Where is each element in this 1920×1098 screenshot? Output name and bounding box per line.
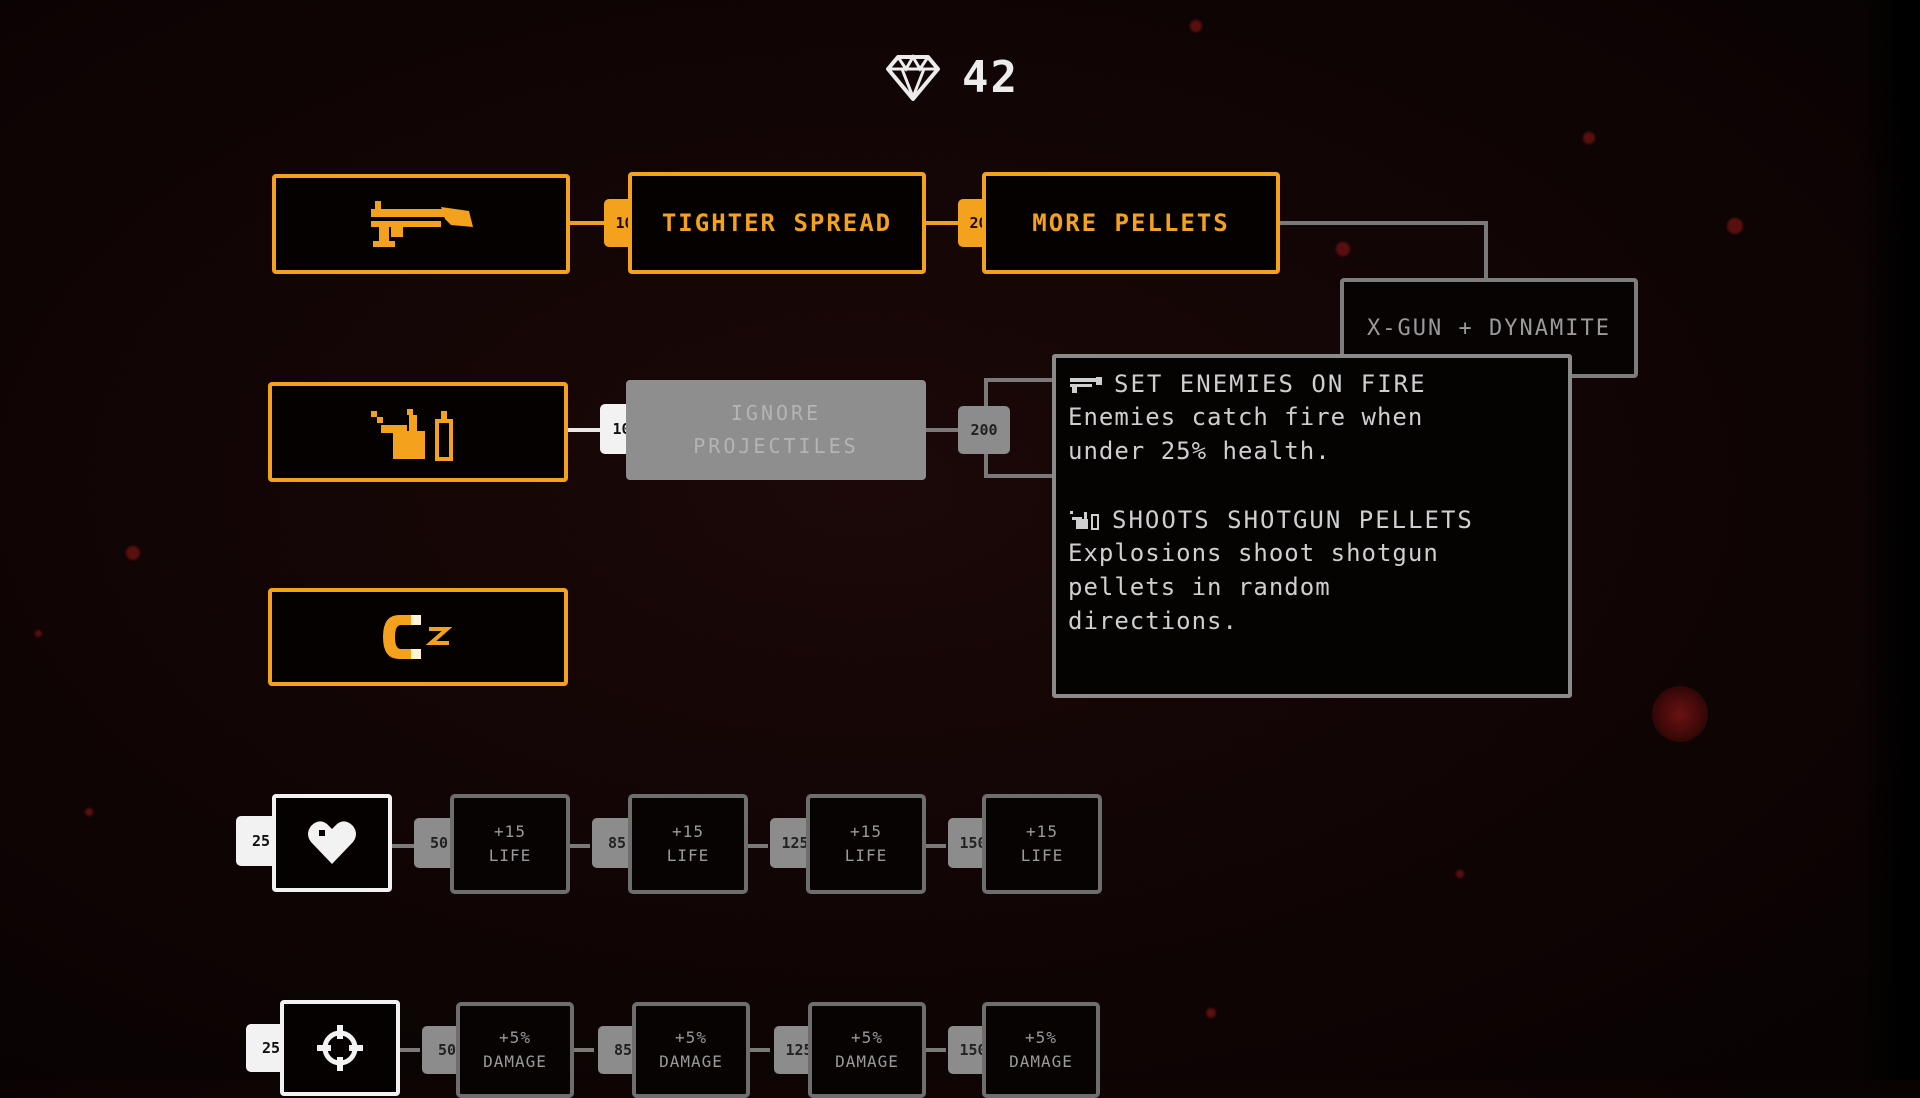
gem-icon xyxy=(886,54,940,101)
upgrade-tighter-spread[interactable]: TIGHTER SPREAD xyxy=(628,172,926,274)
connector xyxy=(748,1048,770,1052)
tooltip-title: SET ENEMIES ON FIRE xyxy=(1114,370,1427,398)
particle xyxy=(1583,132,1595,144)
shotgun-icon xyxy=(1070,377,1102,393)
stat-tier-damage[interactable]: +5% DAMAGE xyxy=(632,1002,750,1098)
connector xyxy=(572,1048,594,1052)
upgrade-label: TIGHTER SPREAD xyxy=(661,209,893,237)
upgrade-tooltip: SET ENEMIES ON FIRE Enemies catch fire w… xyxy=(1052,354,1572,698)
tooltip-text: Explosions shoot shotgun pellets in rand… xyxy=(1068,539,1439,635)
tier-label: DAMAGE xyxy=(835,1052,899,1071)
upgrade-ignore-projectiles[interactable]: IGNORE PROJECTILES xyxy=(626,380,926,480)
weapon-slot-dynamite[interactable] xyxy=(268,382,568,482)
dynamite-icon xyxy=(1070,511,1099,530)
tier-label: DAMAGE xyxy=(483,1052,547,1071)
particle xyxy=(1727,218,1743,234)
magnet-icon xyxy=(383,615,453,659)
tier-label: LIFE xyxy=(488,846,532,865)
particle xyxy=(126,546,140,560)
tier-label: LIFE xyxy=(844,846,888,865)
particle xyxy=(1336,242,1350,256)
upgrade-label: MORE PELLETS xyxy=(1032,209,1230,237)
particle xyxy=(1206,1008,1216,1018)
particle xyxy=(1190,20,1202,32)
connector xyxy=(924,221,962,225)
tier-value: +5% xyxy=(851,1028,883,1047)
screen-vignette xyxy=(1860,0,1920,1080)
connector xyxy=(984,378,1054,382)
tier-value: +5% xyxy=(675,1028,707,1047)
tier-value: +15 xyxy=(672,822,704,841)
dynamite-icon xyxy=(371,409,453,461)
stat-slot-damage[interactable] xyxy=(280,1000,400,1096)
upgrade-label: IGNORE PROJECTILES xyxy=(693,401,859,458)
connector xyxy=(396,1048,420,1052)
shotgun-icon xyxy=(371,201,473,247)
connector xyxy=(1484,221,1488,281)
connector xyxy=(564,428,604,432)
tooltip-text: Enemies catch fire when under 25% health… xyxy=(1068,403,1424,465)
tooltip-title: SHOOTS SHOTGUN PELLETS xyxy=(1112,506,1474,534)
particle xyxy=(35,630,42,637)
connector xyxy=(924,844,946,848)
particle xyxy=(1652,686,1708,742)
connector xyxy=(568,844,590,848)
connector xyxy=(924,428,962,432)
tier-label: LIFE xyxy=(1020,846,1064,865)
crosshair-icon xyxy=(317,1025,363,1071)
tier-value: +15 xyxy=(494,822,526,841)
tier-label: DAMAGE xyxy=(659,1052,723,1071)
stat-tier-life[interactable]: +15 LIFE xyxy=(450,794,570,894)
tier-label: DAMAGE xyxy=(1009,1052,1073,1071)
tooltip-heading: SET ENEMIES ON FIRE xyxy=(1068,368,1558,400)
weapon-slot-magnet[interactable] xyxy=(268,588,568,686)
currency-display: 42 xyxy=(886,50,1019,104)
stat-tier-life[interactable]: +15 LIFE xyxy=(628,794,748,894)
combo-label: X-GUN + DYNAMITE xyxy=(1367,315,1611,341)
gem-count: 42 xyxy=(962,51,1019,103)
connector xyxy=(1278,221,1488,225)
tier-value: +5% xyxy=(499,1028,531,1047)
stat-tier-damage[interactable]: +5% DAMAGE xyxy=(808,1002,926,1098)
connector xyxy=(568,221,608,225)
heart-icon xyxy=(308,821,356,864)
upgrade-more-pellets[interactable]: MORE PELLETS xyxy=(982,172,1280,274)
stat-tier-life[interactable]: +15 LIFE xyxy=(982,794,1102,894)
stat-tier-damage[interactable]: +5% DAMAGE xyxy=(456,1002,574,1098)
tier-value: +5% xyxy=(1025,1028,1057,1047)
upgrade-cost-badge: 200 xyxy=(958,406,1010,454)
connector xyxy=(390,844,414,848)
tooltip-heading: SHOOTS SHOTGUN PELLETS xyxy=(1068,504,1558,536)
stat-tier-life[interactable]: +15 LIFE xyxy=(806,794,926,894)
stat-slot-life[interactable] xyxy=(272,794,392,892)
particle xyxy=(1456,870,1464,878)
connector xyxy=(984,474,1054,478)
connector xyxy=(746,844,768,848)
weapon-slot-shotgun[interactable] xyxy=(272,174,570,274)
tier-label: LIFE xyxy=(666,846,710,865)
particle xyxy=(85,808,93,816)
tier-value: +15 xyxy=(850,822,882,841)
tier-value: +15 xyxy=(1026,822,1058,841)
stat-tier-damage[interactable]: +5% DAMAGE xyxy=(982,1002,1100,1098)
connector xyxy=(924,1048,946,1052)
